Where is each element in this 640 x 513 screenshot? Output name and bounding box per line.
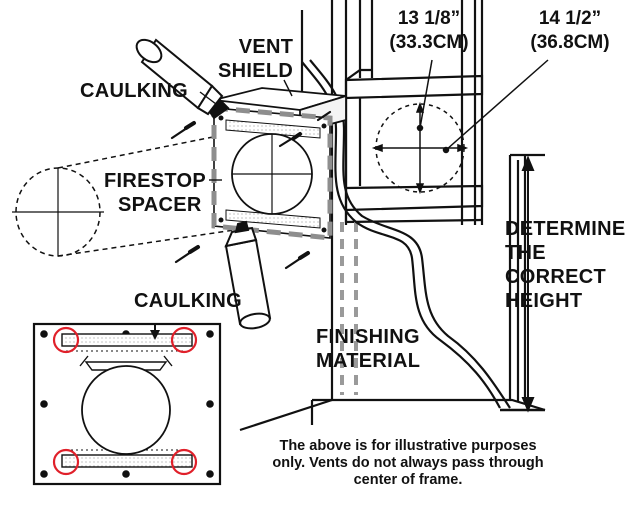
highlight-circles [52, 326, 198, 476]
finishing-label-line1: FINISHING [316, 326, 420, 348]
caulking-tube-icon [135, 38, 230, 120]
finishing-label-line2: MATERIAL [316, 350, 421, 372]
height-label-line1: DETERMINE [505, 218, 626, 240]
note-line-2: only. Vents do not always pass through [272, 455, 544, 472]
vent-pipe-crosshair [12, 168, 104, 256]
height-label-line4: HEIGHT [505, 290, 583, 312]
outer-dimension-metric: (36.8CM) [530, 32, 610, 53]
leader-lines [199, 79, 293, 181]
height-arrow [500, 155, 545, 413]
vent-shield [213, 87, 347, 134]
firestop-label-line2: SPACER [118, 194, 202, 216]
finishing-material-dashes [340, 222, 358, 395]
caulking-top-label: CAULKING [80, 80, 188, 102]
vent-shield-label-line1: VENT [238, 36, 294, 58]
vent-shield-label-line2: SHIELD [218, 60, 294, 82]
wall-framing [239, 0, 546, 432]
screw-icon [170, 110, 332, 270]
frame-opening-outline [371, 59, 549, 195]
height-label-line2: THE [505, 242, 546, 264]
inner-dimension-imperial: 13 1/8” [397, 8, 461, 29]
outer-dimension-imperial: 14 1/2” [538, 8, 602, 29]
height-label-line3: CORRECT [505, 266, 606, 288]
note-line-1: The above is for illustrative purposes [279, 438, 537, 454]
firestop-label-line1: FIRESTOP [104, 170, 207, 192]
illustrative-note: The above is for illustrative purposes o… [248, 438, 568, 489]
caulking-tube-icon [224, 220, 272, 330]
inner-dimension-metric: (33.3CM) [389, 32, 469, 53]
inset-detail [32, 322, 222, 486]
note-line-3: center of frame. [353, 472, 463, 489]
firestop-spacer [211, 105, 333, 241]
caulking-bottom-label: CAULKING [134, 290, 242, 312]
